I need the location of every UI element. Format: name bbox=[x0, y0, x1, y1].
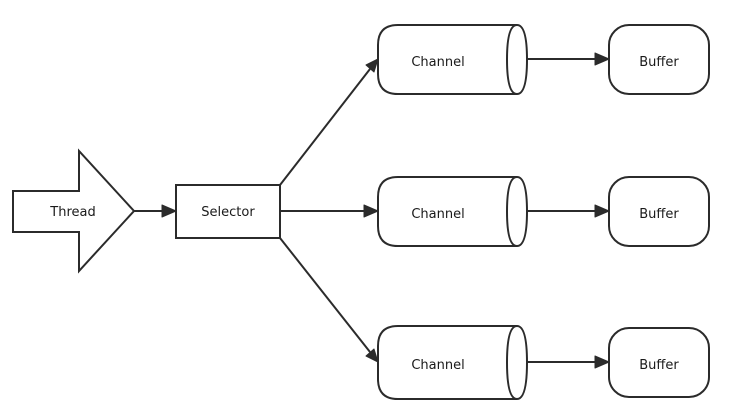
buffer-box bbox=[608, 327, 710, 398]
channel-label: Channel bbox=[411, 358, 464, 373]
arrowhead-icon bbox=[594, 204, 610, 218]
edge-channel-1-to-buffer-1 bbox=[527, 52, 610, 66]
buffer-node-1: Buffer bbox=[608, 24, 710, 95]
arrowhead-icon bbox=[594, 355, 610, 369]
arrowhead-icon bbox=[594, 52, 610, 66]
edge-channel-2-to-buffer-2 bbox=[527, 204, 610, 218]
edge-thread-to-selector bbox=[134, 204, 177, 218]
channel-node-1: Channel bbox=[377, 24, 529, 95]
buffer-label: Buffer bbox=[639, 207, 679, 222]
edge-selector-to-channel-1 bbox=[279, 58, 379, 186]
channel-cylinder-shape bbox=[377, 325, 529, 400]
thread-block-arrow-shape bbox=[12, 148, 136, 274]
buffer-label: Buffer bbox=[639, 358, 679, 373]
thread-label: Thread bbox=[49, 205, 95, 220]
edge-channel-3-to-buffer-3 bbox=[527, 355, 610, 369]
buffer-node-2: Buffer bbox=[608, 176, 710, 247]
buffer-label: Buffer bbox=[639, 55, 679, 70]
channel-node-2: Channel bbox=[377, 176, 529, 247]
arrowhead-icon bbox=[363, 204, 379, 218]
channel-label: Channel bbox=[411, 207, 464, 222]
arrowhead-icon bbox=[365, 348, 379, 363]
channel-label: Channel bbox=[411, 55, 464, 70]
channel-cylinder-shape bbox=[377, 176, 529, 247]
selector-node: Selector bbox=[175, 184, 281, 239]
buffer-box bbox=[608, 176, 710, 247]
selector-box bbox=[175, 184, 281, 239]
buffer-node-3: Buffer bbox=[608, 327, 710, 398]
arrowhead-icon bbox=[161, 204, 177, 218]
channel-node-3: Channel bbox=[377, 325, 529, 400]
thread-node: Thread bbox=[12, 148, 136, 274]
edge-selector-to-channel-3 bbox=[279, 237, 379, 363]
buffer-box bbox=[608, 24, 710, 95]
channel-cylinder-shape bbox=[377, 24, 529, 95]
selector-label: Selector bbox=[201, 205, 255, 220]
arrowhead-icon bbox=[365, 58, 379, 73]
edge-selector-to-channel-2 bbox=[280, 204, 379, 218]
